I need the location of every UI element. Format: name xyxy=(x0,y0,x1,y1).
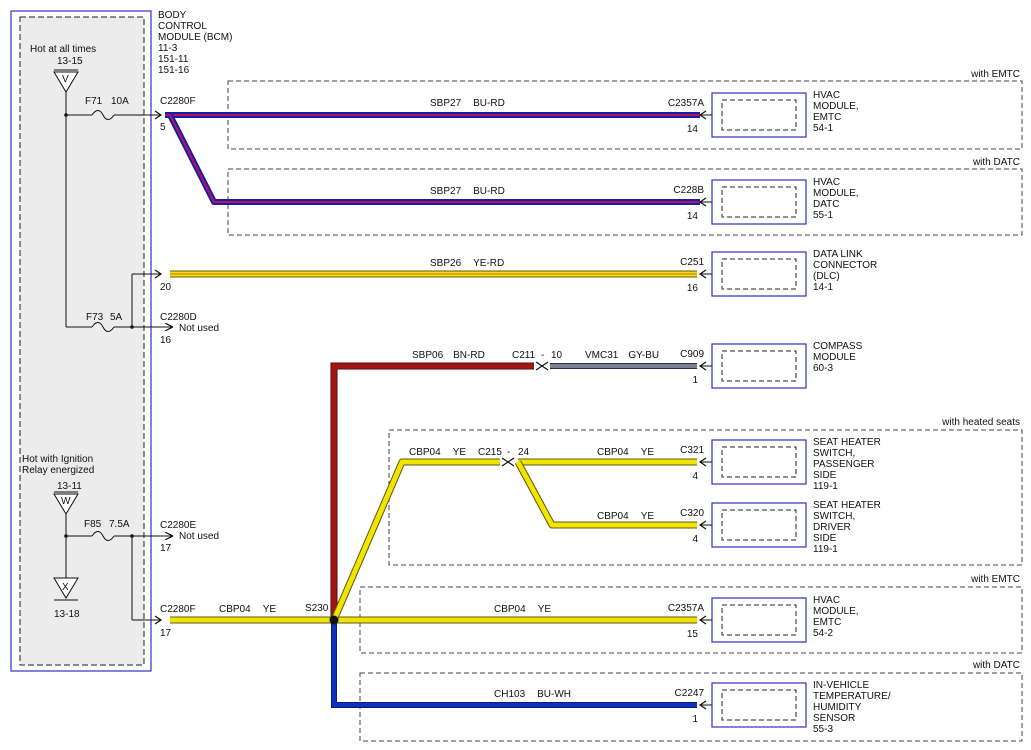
hot-ignition-label: Hot with Ignition Relay energized xyxy=(22,454,96,476)
fuse-f73-icon xyxy=(91,322,115,332)
not-used-e: Not used xyxy=(179,531,219,542)
fuse-f85-icon xyxy=(91,531,115,541)
hot-all-times-label: Hot at all times xyxy=(30,44,96,55)
option-datc-top: with DATC xyxy=(972,157,1020,168)
c2280f-top-label: C2280F xyxy=(160,96,196,107)
pin-17-e: 17 xyxy=(160,543,172,554)
c211-label: C211 xyxy=(512,350,536,361)
module-connector-label: C2357A xyxy=(668,98,704,109)
fuse-f85-label: F85 xyxy=(84,519,102,530)
v-label: V xyxy=(62,74,69,85)
module-pin-label: 16 xyxy=(687,283,699,294)
module-pin-label: 4 xyxy=(692,471,698,482)
pin-16: 16 xyxy=(160,335,172,346)
c211-pin: 10 xyxy=(551,350,563,361)
c215-label: C215 xyxy=(478,447,502,458)
module-pin-label: 1 xyxy=(692,375,698,386)
fuse-f71-rating: 10A xyxy=(111,96,129,107)
c211-dash: - xyxy=(541,350,544,361)
ground-x-icon xyxy=(53,577,79,601)
pin-20: 20 xyxy=(160,282,172,293)
fuse-f73-label: F73 xyxy=(86,312,104,323)
inline-connector-c215-icon xyxy=(501,457,515,467)
x-label: X xyxy=(62,582,69,593)
w-label: W xyxy=(61,496,71,507)
option-datc-bottom: with DATC xyxy=(972,660,1020,671)
module-pin-label: 14 xyxy=(687,124,699,135)
option-box-datc-top xyxy=(227,168,1023,236)
module-connector-label: C228B xyxy=(673,185,704,196)
module-pin-label: 1 xyxy=(692,714,698,725)
module-connector-label: C321 xyxy=(680,445,704,456)
c2280f-bot-label: C2280F xyxy=(160,604,196,615)
c215-dash: - xyxy=(507,447,510,458)
c2280d-label: C2280D xyxy=(160,312,197,323)
wire-sbp27 xyxy=(165,112,700,205)
module-connector-label: C251 xyxy=(680,257,704,268)
power-source-v-icon xyxy=(53,69,79,93)
pin-17-f: 17 xyxy=(160,628,172,639)
module-pin-label: 15 xyxy=(687,629,699,640)
fuse-f71-label: F71 xyxy=(85,96,103,107)
power-source-w-icon xyxy=(53,491,79,515)
module-connector-label: C320 xyxy=(680,508,704,519)
wire-cbp04 xyxy=(170,458,697,624)
bcm-box xyxy=(10,10,152,672)
fuse-f73-rating: 5A xyxy=(110,312,123,323)
hot-ignition-ref: 13-11 xyxy=(57,481,82,492)
not-used-d: Not used xyxy=(179,323,219,334)
fuse-f71-icon xyxy=(91,110,115,120)
module-pin-label: 14 xyxy=(687,211,699,222)
c2280e-label: C2280E xyxy=(160,520,196,531)
inline-connector-c211-icon xyxy=(535,361,549,371)
option-emtc-bottom: with EMTC xyxy=(970,574,1020,585)
module-pin-label: 4 xyxy=(692,534,698,545)
module-connector-label: C909 xyxy=(680,349,704,360)
splice-s230-icon xyxy=(329,615,339,625)
option-box-emtc-bottom xyxy=(359,586,1023,654)
wire-ch103 xyxy=(331,620,697,708)
pin-5: 5 xyxy=(160,122,166,133)
bcm-title: BODY CONTROL MODULE (BCM) 11-3 151-11 15… xyxy=(158,10,235,76)
splice-s230-label: S230 xyxy=(305,603,329,614)
x-ref: 13-18 xyxy=(54,609,80,620)
wire-sbp06 xyxy=(330,362,534,620)
option-heated-seats: with heated seats xyxy=(941,417,1020,428)
module-connector-label: C2247 xyxy=(675,688,705,699)
hot-all-times-ref: 13-15 xyxy=(57,56,83,67)
c215-pin: 24 xyxy=(518,447,530,458)
fuse-f85-rating: 7.5A xyxy=(109,519,130,530)
option-emtc-top: with EMTC xyxy=(970,69,1020,80)
module-connector-label: C2357A xyxy=(668,603,704,614)
